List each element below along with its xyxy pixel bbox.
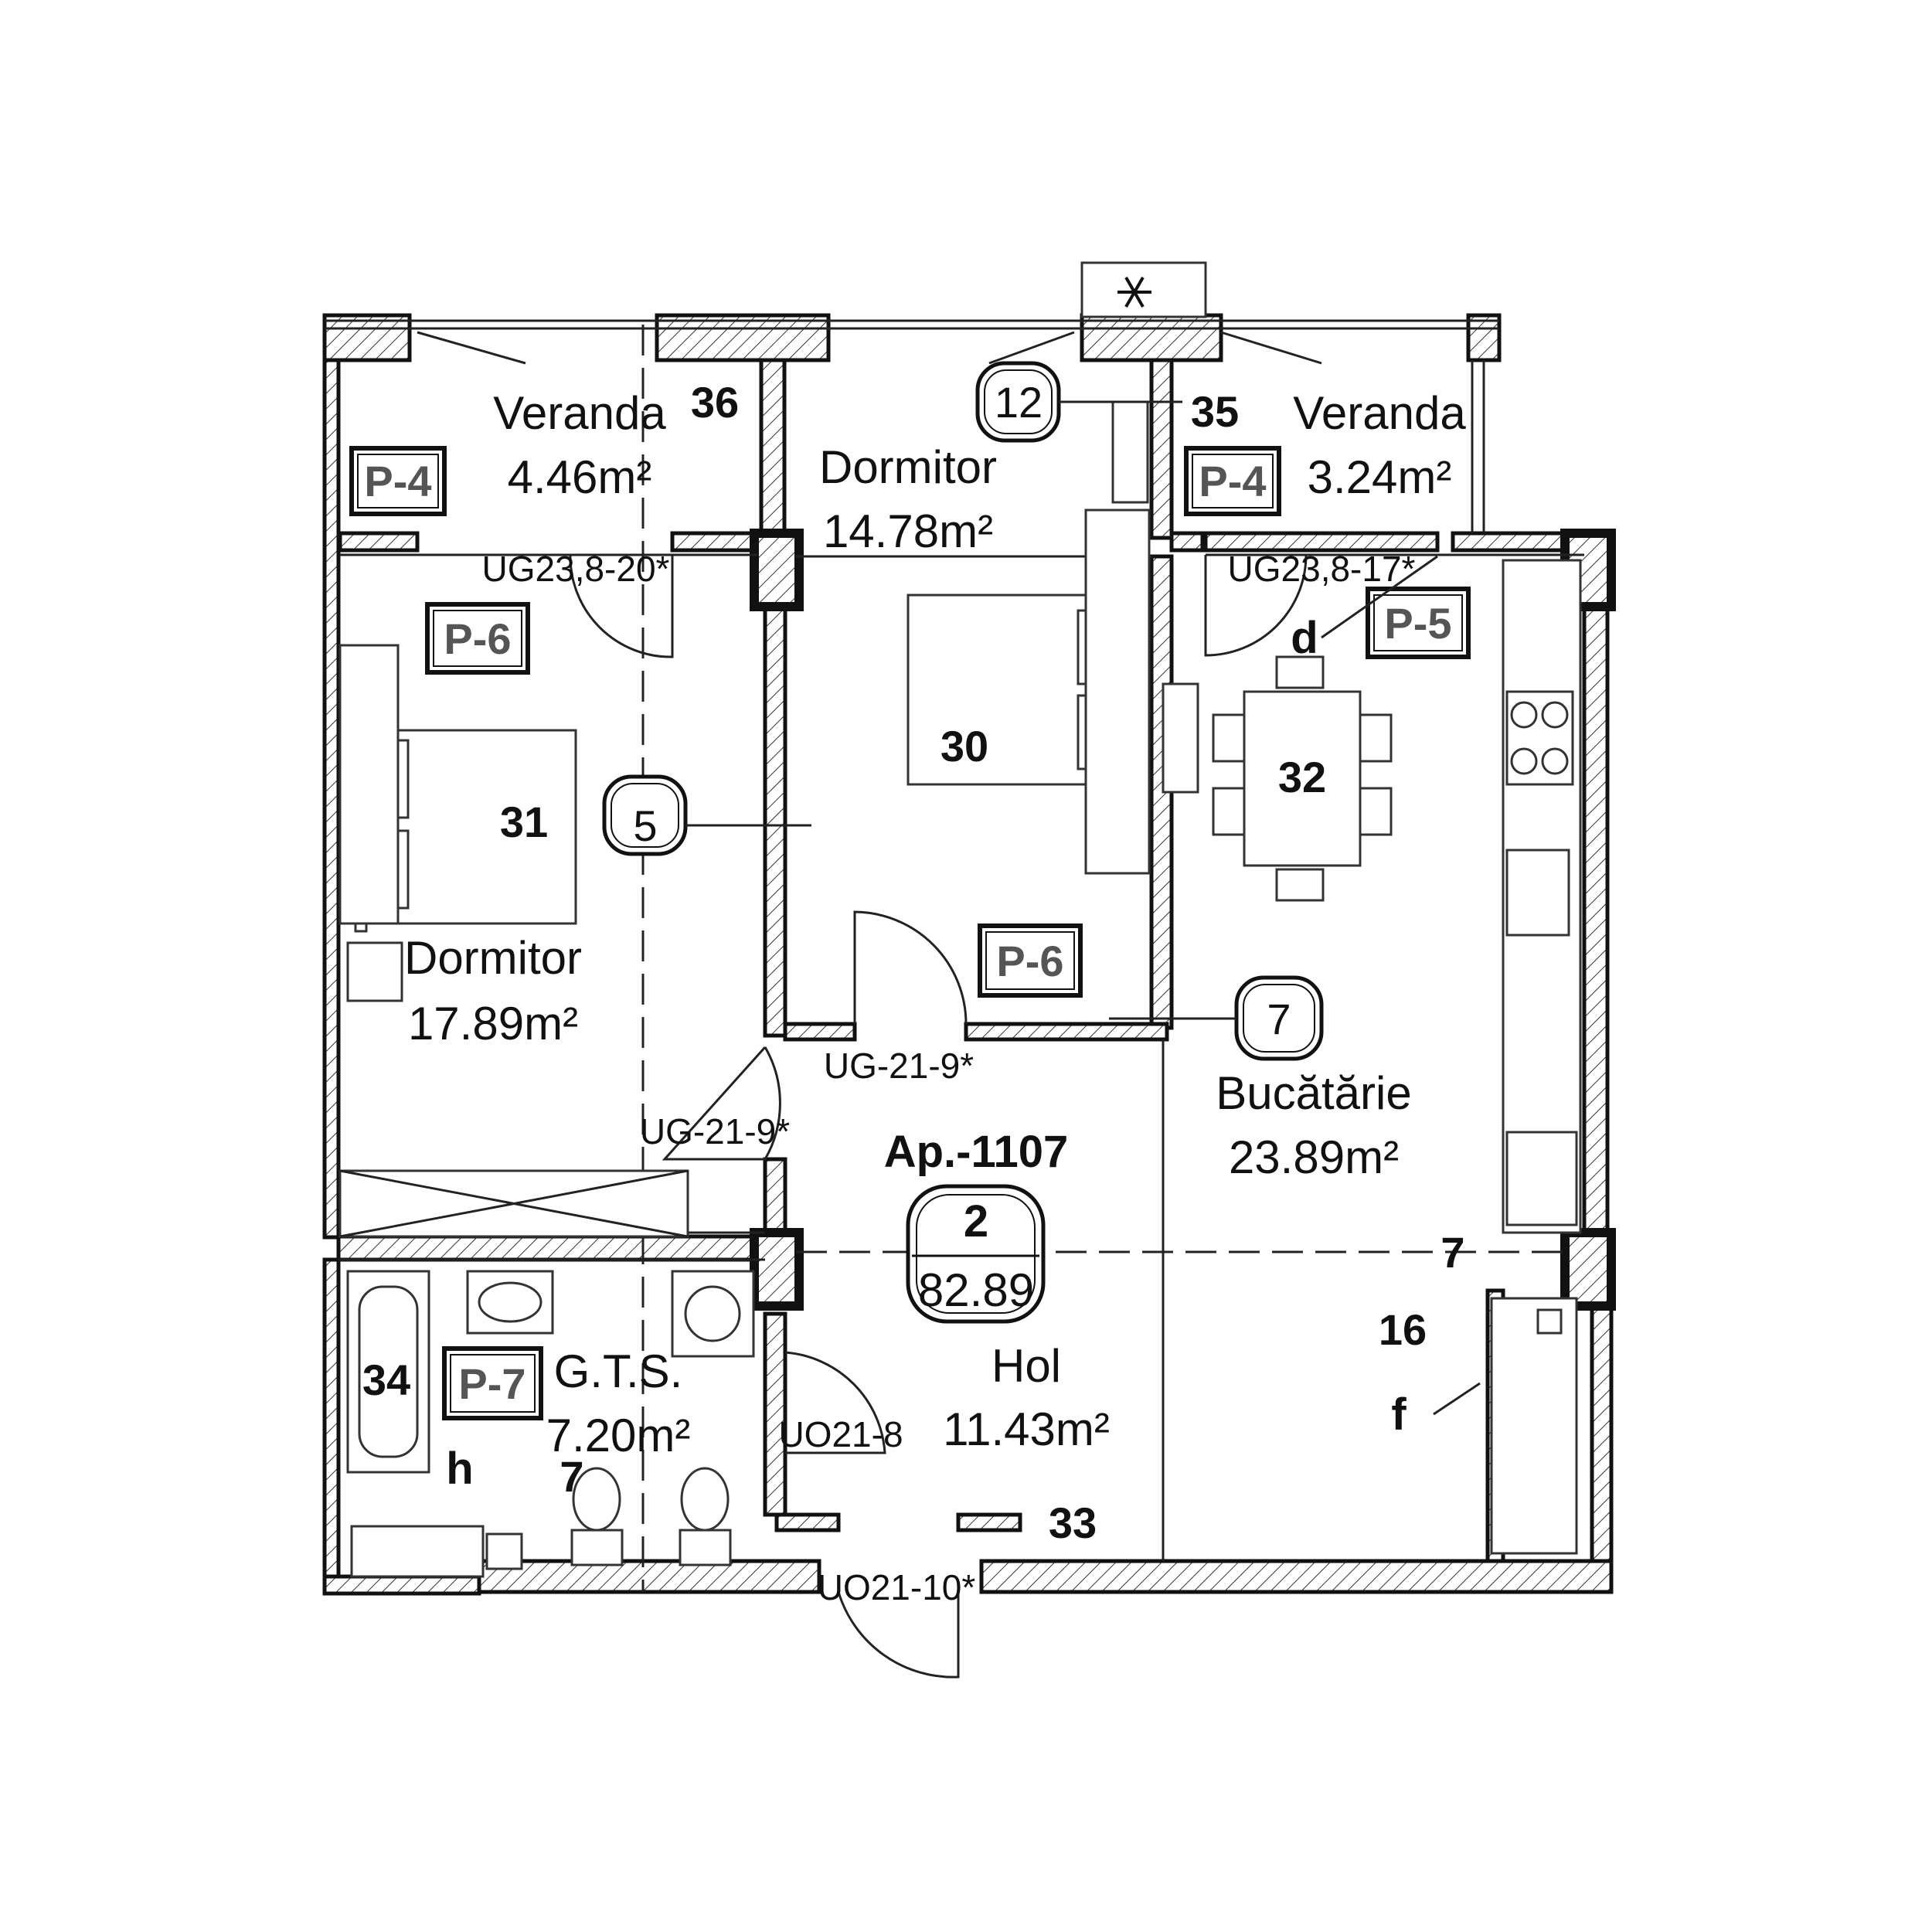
veranda-right-area: 3.24m² [1308, 451, 1452, 503]
door-code-ug21-9-top: UG-21-9* [824, 1046, 974, 1086]
number-30: 30 [940, 722, 988, 770]
letter-d: d [1291, 613, 1318, 663]
number-31: 31 [500, 798, 548, 846]
dormitor-top-name: Dormitor [819, 441, 997, 493]
door-code-uo21-10: UO21-10* [818, 1567, 976, 1607]
number-16: 16 [1379, 1305, 1427, 1354]
letter-f: f [1391, 1389, 1406, 1440]
tag-p4-right: P-4 [1199, 457, 1266, 505]
tag-p5: P-5 [1384, 599, 1451, 648]
snowflake-icon [1117, 276, 1151, 308]
bucatarie-area: 23.89m² [1229, 1131, 1399, 1183]
number-34: 34 [362, 1355, 410, 1404]
dormitor-left-area: 17.89m² [408, 998, 578, 1049]
number-32: 32 [1278, 753, 1326, 801]
veranda-left-area: 4.46m² [508, 451, 652, 503]
gts-name: G.T.S. [554, 1345, 683, 1397]
number-7-bath: 7 [560, 1452, 583, 1501]
number-36: 36 [691, 378, 739, 427]
door-code-ug-left: UG23,8-20* [482, 549, 670, 589]
veranda-right-name: Veranda [1293, 387, 1466, 439]
apartment-badge [906, 1184, 1046, 1324]
circle-5: 5 [633, 801, 657, 850]
veranda-left-name: Veranda [493, 387, 666, 439]
hol-area: 11.43m² [943, 1403, 1110, 1455]
hol-name: Hol [992, 1340, 1061, 1392]
tag-p4-left: P-4 [364, 457, 431, 505]
dormitor-left-name: Dormitor [404, 932, 582, 984]
doors [569, 554, 1308, 1679]
circle-12: 12 [995, 378, 1043, 427]
circle-7: 7 [1267, 995, 1291, 1043]
columns [750, 529, 1616, 1311]
gts-area: 7.20m² [546, 1410, 691, 1461]
p-tags [349, 446, 1471, 1420]
number-7-right: 7 [1440, 1228, 1464, 1277]
apartment-area: 82.89 [918, 1264, 1034, 1316]
circle-markers [602, 361, 1324, 1061]
tag-p7: P-7 [458, 1359, 526, 1408]
door-code-ug21-9-left: UG-21-9* [640, 1111, 790, 1151]
number-33: 33 [1049, 1498, 1097, 1547]
apartment-title: Ap.-1107 [884, 1127, 1069, 1177]
letter-h: h [446, 1444, 473, 1494]
door-code-uo21-8: UO21-8 [778, 1414, 903, 1454]
number-35: 35 [1191, 387, 1239, 436]
door-code-ug-right: UG23,8-17* [1228, 549, 1416, 589]
apartment-rooms: 2 [964, 1196, 988, 1247]
dormitor-top-area: 14.78m² [823, 505, 993, 557]
furniture [338, 261, 1582, 1578]
bucatarie-name: Bucătărie [1216, 1067, 1411, 1119]
tag-p6-left: P-6 [444, 614, 511, 663]
tag-p6-center: P-6 [996, 937, 1063, 985]
